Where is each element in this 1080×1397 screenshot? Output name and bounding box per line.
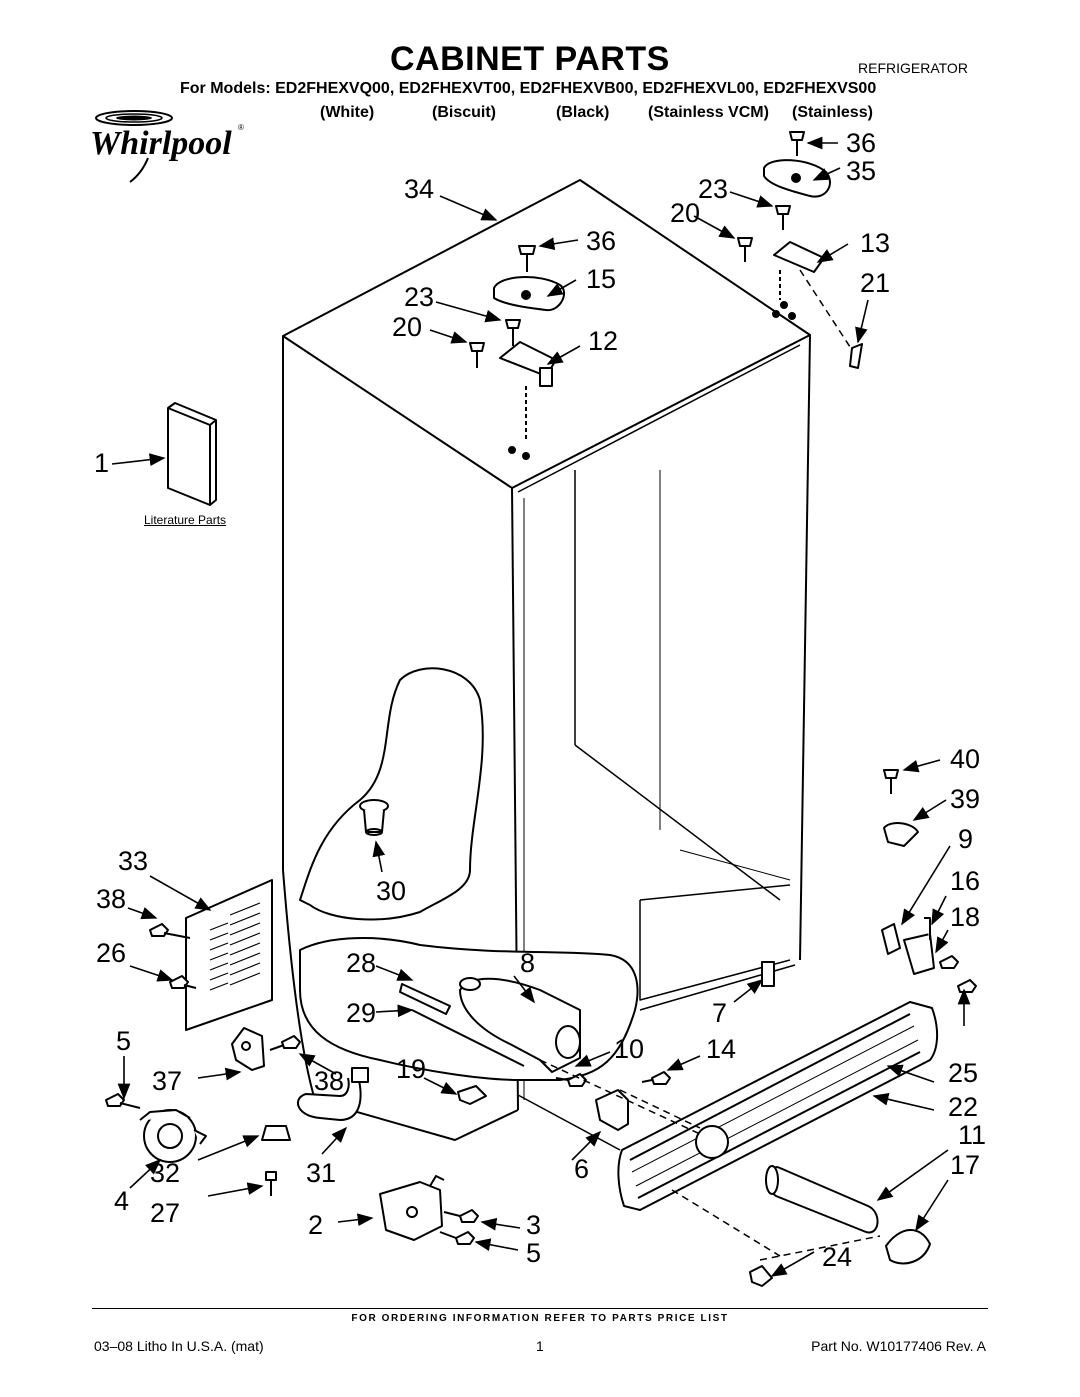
callout-38b: 38 bbox=[314, 1066, 344, 1096]
toe-grille-bracket bbox=[595, 961, 775, 1131]
callout-26: 26 bbox=[96, 938, 126, 968]
appliance-category: REFRIGERATOR bbox=[858, 60, 968, 76]
litho-info: 03–08 Litho In U.S.A. (mat) bbox=[94, 1338, 264, 1354]
callout-6: 6 bbox=[574, 1154, 589, 1184]
callout-20b: 20 bbox=[392, 312, 422, 342]
callout-34: 34 bbox=[404, 174, 434, 204]
top-hinge-left bbox=[493, 276, 565, 460]
svg-text:®: ® bbox=[238, 123, 244, 132]
page-title: CABINET PARTS bbox=[390, 40, 670, 78]
callout-4: 4 bbox=[114, 1186, 129, 1216]
color-black: (Black) bbox=[556, 104, 610, 121]
color-white: (White) bbox=[320, 104, 375, 121]
callout-35: 35 bbox=[846, 156, 876, 186]
drain-fitting bbox=[359, 799, 389, 836]
water-filter bbox=[749, 1165, 931, 1287]
water-tube bbox=[261, 1067, 369, 1141]
callout-19: 19 bbox=[396, 1054, 426, 1084]
callout-32: 32 bbox=[150, 1158, 180, 1188]
color-biscuit: (Biscuit) bbox=[432, 104, 496, 121]
rear-hinge-bracket bbox=[379, 1175, 445, 1241]
part-number: Part No. W10177406 Rev. A bbox=[811, 1338, 986, 1354]
callout-27: 27 bbox=[150, 1198, 180, 1228]
callout-5a: 5 bbox=[116, 1026, 131, 1056]
callout-3: 3 bbox=[526, 1210, 541, 1240]
callout-23a: 23 bbox=[698, 174, 728, 204]
front-roller-left bbox=[139, 1109, 207, 1163]
callout-25: 25 bbox=[948, 1058, 978, 1088]
cabinet-body bbox=[282, 179, 811, 1151]
callout-36b: 36 bbox=[586, 226, 616, 256]
color-stainless-vcm: (Stainless VCM) bbox=[648, 104, 769, 121]
page-number: 1 bbox=[536, 1338, 544, 1354]
callout-24: 24 bbox=[822, 1242, 852, 1272]
callout-14: 14 bbox=[706, 1034, 736, 1064]
callout-33: 33 bbox=[118, 846, 148, 876]
callout-15: 15 bbox=[586, 264, 616, 294]
callout-23b: 23 bbox=[404, 282, 434, 312]
callout-13: 13 bbox=[860, 228, 890, 258]
callout-31: 31 bbox=[306, 1158, 336, 1188]
callout-1: 1 bbox=[94, 448, 109, 478]
callout-30: 30 bbox=[376, 876, 406, 906]
literature-parts-book bbox=[167, 402, 217, 506]
callout-39: 39 bbox=[950, 784, 980, 814]
screw-group-left bbox=[105, 923, 977, 1245]
callout-9: 9 bbox=[958, 824, 973, 854]
rear-access-panel bbox=[185, 879, 273, 1031]
callout-10: 10 bbox=[614, 1034, 644, 1064]
models-line: For Models: ED2FHEXVQ00, ED2FHEXVT00, ED… bbox=[180, 80, 877, 97]
callout-numbers: 36 35 34 23 20 36 13 15 21 23 20 12 1 40… bbox=[94, 128, 986, 1272]
callout-28: 28 bbox=[346, 948, 376, 978]
callout-38a: 38 bbox=[96, 884, 126, 914]
svg-text:Whirlpool: Whirlpool bbox=[90, 125, 232, 162]
screw-group bbox=[469, 131, 899, 794]
callout-8: 8 bbox=[520, 948, 535, 978]
callout-5b: 5 bbox=[526, 1238, 541, 1268]
callout-37: 37 bbox=[152, 1066, 182, 1096]
callout-20a: 20 bbox=[670, 198, 700, 228]
callout-29: 29 bbox=[346, 998, 376, 1028]
callout-36a: 36 bbox=[846, 128, 876, 158]
callout-22: 22 bbox=[948, 1092, 978, 1122]
roller-bracket-left bbox=[231, 1027, 265, 1071]
lower-hinge-right bbox=[881, 822, 935, 975]
footer-divider bbox=[92, 1308, 988, 1309]
callout-21: 21 bbox=[860, 268, 890, 298]
toe-grille bbox=[617, 1001, 938, 1211]
callout-12: 12 bbox=[588, 326, 618, 356]
callout-2: 2 bbox=[308, 1210, 323, 1240]
filter-housing-clip bbox=[457, 1085, 487, 1105]
callout-11: 11 bbox=[958, 1120, 986, 1150]
color-stainless: (Stainless) bbox=[792, 104, 873, 121]
callout-17: 17 bbox=[950, 1150, 980, 1180]
callout-40: 40 bbox=[950, 744, 980, 774]
ordering-note: FOR ORDERING INFORMATION REFER TO PARTS … bbox=[351, 1313, 729, 1324]
whirlpool-logo: Whirlpool ® bbox=[90, 110, 244, 183]
literature-parts-label: Literature Parts bbox=[144, 513, 227, 527]
water-valve bbox=[399, 977, 581, 1073]
callout-16: 16 bbox=[950, 866, 980, 896]
callout-7: 7 bbox=[712, 998, 727, 1028]
callout-18: 18 bbox=[950, 902, 980, 932]
